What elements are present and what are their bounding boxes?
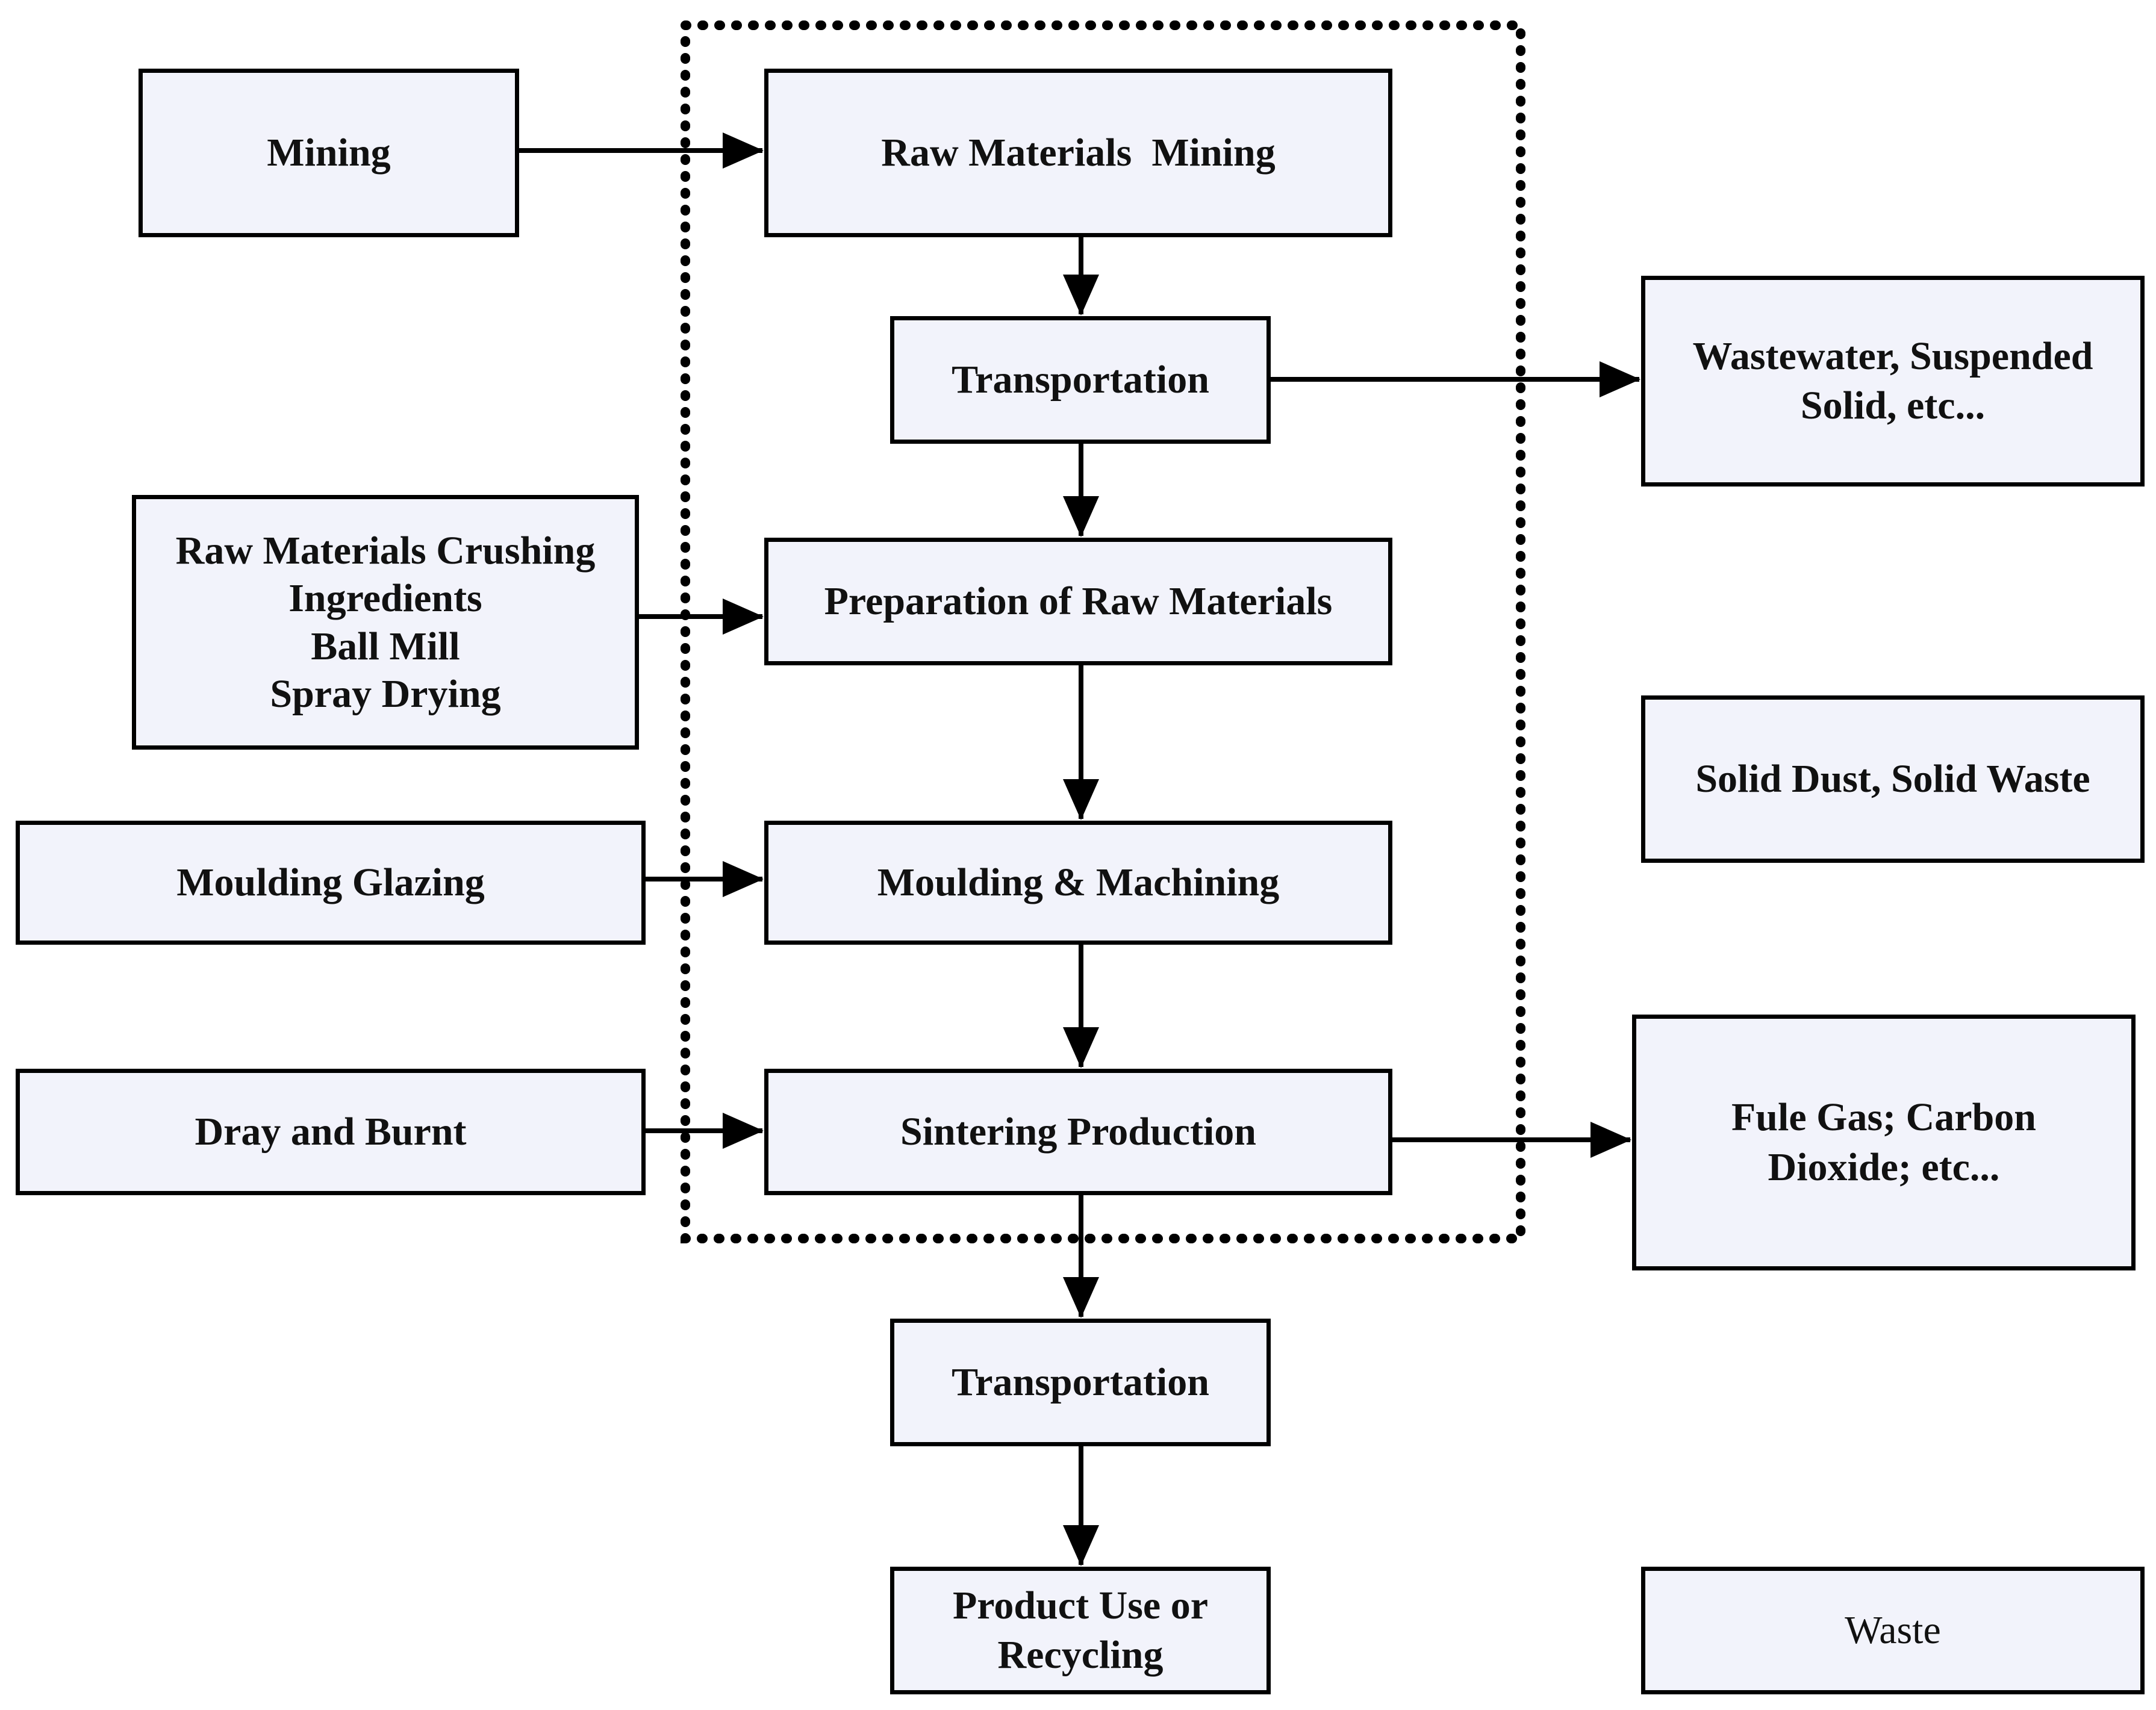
waste-label: Waste [1845,1608,1941,1652]
raw-materials-crushing-label: Raw Materials Crushing Ingredients Ball … [175,529,596,716]
wastewater-label: Wastewater, Suspended Solid, etc... [1692,334,2093,428]
transportation-label-1: Transportation [952,357,1209,402]
moulding-glazing-box: Moulding Glazing [16,821,646,945]
dray-and-burnt-label: Dray and Burnt [195,1109,467,1154]
transportation-box-1: Transportation [890,316,1271,444]
moulding-machining-label: Moulding & Machining [877,860,1280,904]
sintering-label: Sintering Production [900,1109,1256,1154]
raw-materials-crushing-box: Raw Materials Crushing Ingredients Ball … [132,495,639,750]
wastewater-box: Wastewater, Suspended Solid, etc... [1641,276,2145,487]
waste-box: Waste [1641,1567,2145,1694]
moulding-glazing-label: Moulding Glazing [176,860,485,904]
transportation-box-2: Transportation [890,1319,1271,1446]
dray-and-burnt-box: Dray and Burnt [16,1069,646,1195]
mining-box: Mining [139,69,519,237]
product-use-label: Product Use or Recycling [952,1583,1209,1677]
solid-dust-label: Solid Dust, Solid Waste [1695,756,2090,801]
fuel-gas-box: Fule Gas; Carbon Dioxide; etc... [1632,1015,2136,1270]
raw-materials-mining-box: Raw Materials Mining [764,69,1392,237]
solid-dust-box: Solid Dust, Solid Waste [1641,695,2145,863]
preparation-label: Preparation of Raw Materials [824,579,1333,623]
sintering-box: Sintering Production [764,1069,1392,1195]
mining-label: Mining [267,130,391,175]
product-use-box: Product Use or Recycling [890,1567,1271,1694]
system-boundary-dotted [681,20,1525,1243]
preparation-box: Preparation of Raw Materials [764,538,1392,665]
transportation-label-2: Transportation [952,1360,1209,1404]
raw-materials-mining-label: Raw Materials Mining [881,130,1276,175]
fuel-gas-label: Fule Gas; Carbon Dioxide; etc... [1731,1095,2037,1189]
moulding-machining-box: Moulding & Machining [764,821,1392,945]
